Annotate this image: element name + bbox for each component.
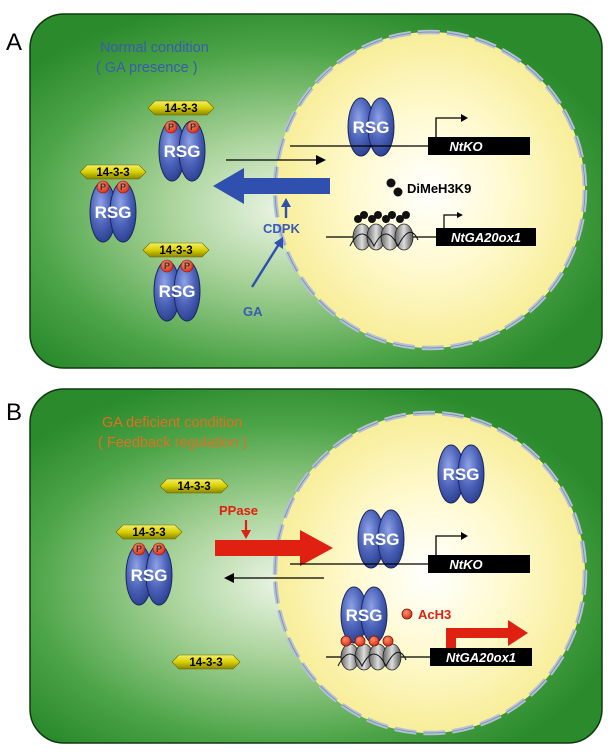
dimeh-legend: DiMeH3K9 (386, 178, 471, 197)
rsg-label: RSG (159, 282, 196, 301)
protein-1433-label: 14-3-3 (132, 527, 165, 539)
rsg-label: RSG (95, 203, 132, 222)
free-1433-bottom: 14-3-3 (171, 654, 241, 670)
condition-title-a: Normal condition (100, 40, 209, 56)
rsg-1433-complex-top: 14-3-3 RSG P P (147, 100, 215, 182)
phospho-label: P (164, 261, 170, 271)
protein-1433-label: 14-3-3 (159, 245, 192, 257)
ga-arrow (250, 237, 283, 288)
phospho-label: P (190, 122, 196, 132)
condition-subtitle-a: ( GA presence ) (96, 60, 198, 76)
phospho-label: P (156, 544, 162, 554)
gene-ntga20ox1-label: NtGA20ox1 (446, 650, 516, 665)
gene-ntga20ox1-a: NtGA20ox1 (326, 211, 536, 251)
rsg-label: RSG (164, 142, 201, 161)
gene-ntko-a: NtKO (290, 114, 530, 155)
condition-subtitle-b: ( Feedback regulation ) (98, 435, 247, 451)
rsg-nuclear-ntko-b: RSG (357, 509, 405, 569)
gene-ntko-label: NtKO (449, 557, 482, 572)
phospho-label: P (120, 182, 126, 192)
rsg-label: RSG (346, 606, 383, 625)
ppase-label: PPase (219, 503, 258, 518)
ach3-legend: AcH3 (401, 607, 451, 622)
panel-letter-b: B (6, 399, 22, 426)
cdpk-arrow (281, 198, 291, 218)
rsg-label: RSG (363, 530, 400, 549)
nuclear-envelope-outline-a (274, 31, 586, 349)
panel-b: B GA deficient condition ( Feedback regu… (6, 388, 603, 744)
export-arrow-a (213, 168, 330, 204)
ga-label: GA (243, 304, 263, 319)
cdpk-label: CDPK (263, 221, 300, 236)
gene-ntga20ox1-b: NtGA20ox1 (326, 620, 532, 671)
rsg-label: RSG (443, 465, 480, 484)
rsg-1433-complex-b: 14-3-3 RSG P P (115, 524, 183, 606)
free-1433-top: 14-3-3 (159, 478, 229, 494)
ppase-arrow (241, 520, 251, 539)
gene-ntko-b: NtKO (290, 532, 530, 573)
rsg-1433-complex-bottom: 14-3-3 RSG P P (142, 242, 210, 322)
nuclear-envelope-outline-b (274, 412, 586, 734)
gene-ntko-label: NtKO (449, 139, 482, 154)
phospho-label: P (184, 261, 190, 271)
protein-1433-label: 14-3-3 (189, 657, 222, 669)
phospho-label: P (136, 544, 142, 554)
panel-a: A Normal condition ( GA presence ) 14-3-… (6, 13, 603, 369)
rsg-nuclear-free-b: RSG (437, 444, 485, 504)
rsg-label: RSG (353, 118, 390, 137)
phospho-label: P (168, 122, 174, 132)
gene-ntga20ox1-label: NtGA20ox1 (451, 230, 521, 245)
protein-1433-label: 14-3-3 (164, 103, 197, 115)
panel-letter-a: A (6, 29, 22, 56)
rsg-1433-complex-left: 14-3-3 RSG P P (79, 164, 147, 243)
rsg-nuclear-ga20-b: RSG (340, 586, 388, 644)
export-arrow-b (224, 573, 324, 583)
ach3-label: AcH3 (418, 607, 451, 622)
rsg-label: RSG (131, 566, 168, 585)
phospho-label: P (100, 182, 106, 192)
dimeh-label: DiMeH3K9 (407, 181, 471, 196)
transcription-arrow-red (446, 620, 528, 648)
condition-title-b: GA deficient condition (102, 415, 242, 431)
import-arrow-b (215, 530, 333, 566)
rsg-nuclear-a: RSG (347, 97, 395, 157)
protein-1433-label: 14-3-3 (177, 481, 210, 493)
protein-1433-label: 14-3-3 (96, 167, 129, 179)
import-arrow-a (226, 155, 326, 165)
